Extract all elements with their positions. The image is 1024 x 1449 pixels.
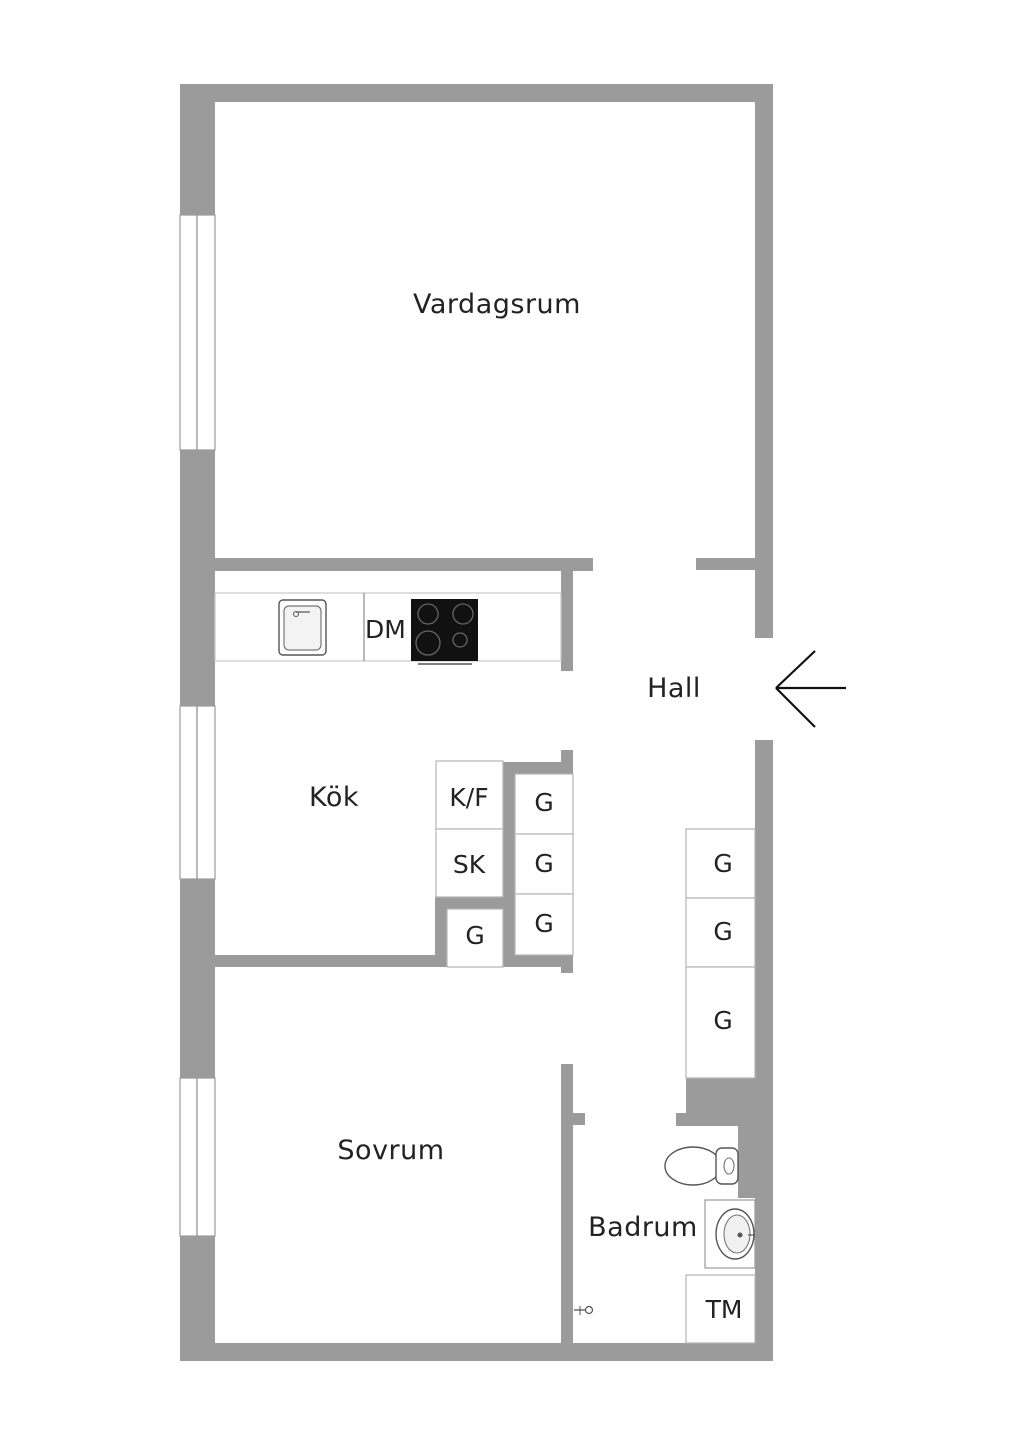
wardrobe-kitchen: G: [446, 908, 504, 968]
room-label-kitchen: Kök: [309, 782, 359, 813]
room-label-hall: Hall: [647, 673, 701, 704]
window-living-room: [179, 214, 216, 451]
room-label-bedroom: Sovrum: [337, 1135, 444, 1166]
toilet-icon: [664, 1146, 739, 1186]
svg-text:G: G: [534, 788, 553, 817]
window-bedroom: [179, 1077, 216, 1237]
room-label-bathroom: Badrum: [588, 1212, 698, 1243]
svg-text:G: G: [713, 1006, 732, 1035]
svg-text:G: G: [713, 849, 732, 878]
svg-text:G: G: [713, 917, 732, 946]
pantry: SK: [435, 828, 504, 898]
fridge-freezer: K/F: [435, 760, 504, 830]
svg-text:SK: SK: [453, 850, 486, 879]
svg-text:G: G: [465, 921, 484, 950]
window-kitchen: [179, 705, 216, 880]
entrance-arrow-icon: [775, 650, 846, 728]
windows: [179, 214, 216, 1237]
sink-icon: [278, 599, 327, 656]
svg-text:G: G: [534, 849, 553, 878]
wardrobe-column-hall: G G G: [685, 828, 756, 1079]
wardrobe-column-middle: G G G: [514, 773, 574, 956]
kitchen-counter: DM: [214, 592, 562, 665]
room-label-living-room: Vardagsrum: [413, 289, 581, 320]
washbasin-icon: [704, 1199, 756, 1269]
shower-icon: [574, 1305, 594, 1315]
svg-text:TM: TM: [705, 1295, 743, 1324]
interior-walls: [215, 558, 755, 1343]
stove-icon: [411, 599, 478, 665]
svg-text:G: G: [534, 909, 553, 938]
dishwasher-label: DM: [365, 615, 406, 644]
washing-machine: TM: [685, 1274, 756, 1344]
svg-text:K/F: K/F: [449, 783, 488, 812]
